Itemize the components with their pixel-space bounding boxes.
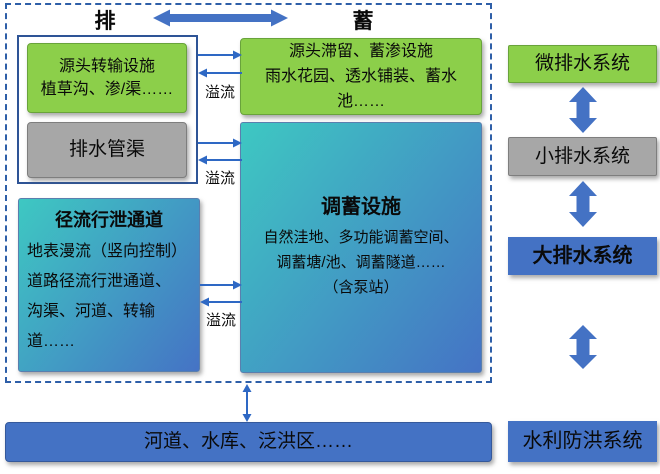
- source-transfer-title: 源头转输设施: [58, 57, 155, 75]
- major-drainage-box: 大排水系统: [508, 237, 657, 275]
- major-drainage-label: 大排水系统: [532, 244, 633, 267]
- storage-line1: 自然洼地、多功能调蓄空间、: [263, 229, 459, 246]
- runoff-channel-title: 径流行泄通道: [55, 210, 163, 230]
- storage-facility-box: 调蓄设施 自然洼地、多功能调蓄空间、 调蓄塘/池、调蓄隧道…… （含泵站）: [240, 122, 482, 373]
- system-link-arrow-2: [569, 181, 597, 227]
- river-reservoir-box: 河道、水库、泛洪区……: [5, 422, 492, 462]
- overflow-label-3: 溢流: [205, 312, 236, 329]
- overflow-arrow-right-3: [200, 280, 242, 290]
- flood-control-box: 水利防洪系统: [508, 421, 657, 462]
- overflow-label-1: 溢流: [204, 84, 235, 101]
- storage-line3: （含泵站）: [323, 279, 399, 296]
- system-link-arrow-1: [569, 87, 597, 133]
- overflow-label-2: 溢流: [204, 170, 235, 187]
- source-retention-line1: 源头滞留、蓄渗设施: [288, 43, 433, 60]
- runoff-line4: 道……: [27, 333, 76, 350]
- system-link-arrow-3: [569, 325, 597, 369]
- boundary-river-arrow: [242, 384, 252, 422]
- storage-line2: 调蓄塘/池、调蓄隧道……: [276, 254, 446, 271]
- source-transfer-body: 植草沟、渗/渠……: [40, 81, 174, 98]
- runoff-line3: 沟渠、河道、转输: [27, 303, 156, 320]
- storage-facility-title: 调蓄设施: [321, 196, 401, 218]
- minor-drainage-box: 小排水系统: [508, 137, 657, 176]
- drain-store-arrow: [153, 9, 288, 27]
- minor-drainage-label: 小排水系统: [534, 145, 630, 167]
- overflow-arrow-right-2: [198, 138, 242, 148]
- drain-label: 排: [94, 10, 116, 33]
- micro-drainage-box: 微排水系统: [508, 45, 657, 83]
- drainage-pipe-title: 排水管渠: [68, 139, 145, 161]
- overflow-arrow-right-1: [198, 50, 242, 60]
- overflow-arrow-left-1: [198, 68, 242, 78]
- micro-drainage-label: 微排水系统: [534, 53, 630, 75]
- flood-control-label: 水利防洪系统: [522, 430, 643, 452]
- overflow-arrow-left-3: [200, 297, 242, 307]
- runoff-channel-box: 径流行泄通道 地表漫流（竖向控制） 道路径流行泄通道、 沟渠、河道、转输 道……: [18, 198, 200, 372]
- river-reservoir-label: 河道、水库、泛洪区……: [143, 431, 353, 453]
- store-label: 蓄: [352, 10, 374, 33]
- source-transfer-box: 源头转输设施 植草沟、渗/渠……: [27, 43, 187, 113]
- source-retention-line2: 雨水花园、透水铺装、蓄水: [264, 68, 457, 85]
- source-retention-line3: 池……: [336, 93, 385, 110]
- urban-drainage-boundary: [5, 3, 492, 383]
- source-retention-box: 源头滞留、蓄渗设施 雨水花园、透水铺装、蓄水 池……: [240, 38, 482, 115]
- overflow-arrow-left-2: [198, 155, 242, 165]
- drainage-pipe-box: 排水管渠: [27, 122, 187, 178]
- runoff-line2: 道路径流行泄通道、: [27, 273, 172, 290]
- runoff-line1: 地表漫流（竖向控制）: [27, 243, 188, 260]
